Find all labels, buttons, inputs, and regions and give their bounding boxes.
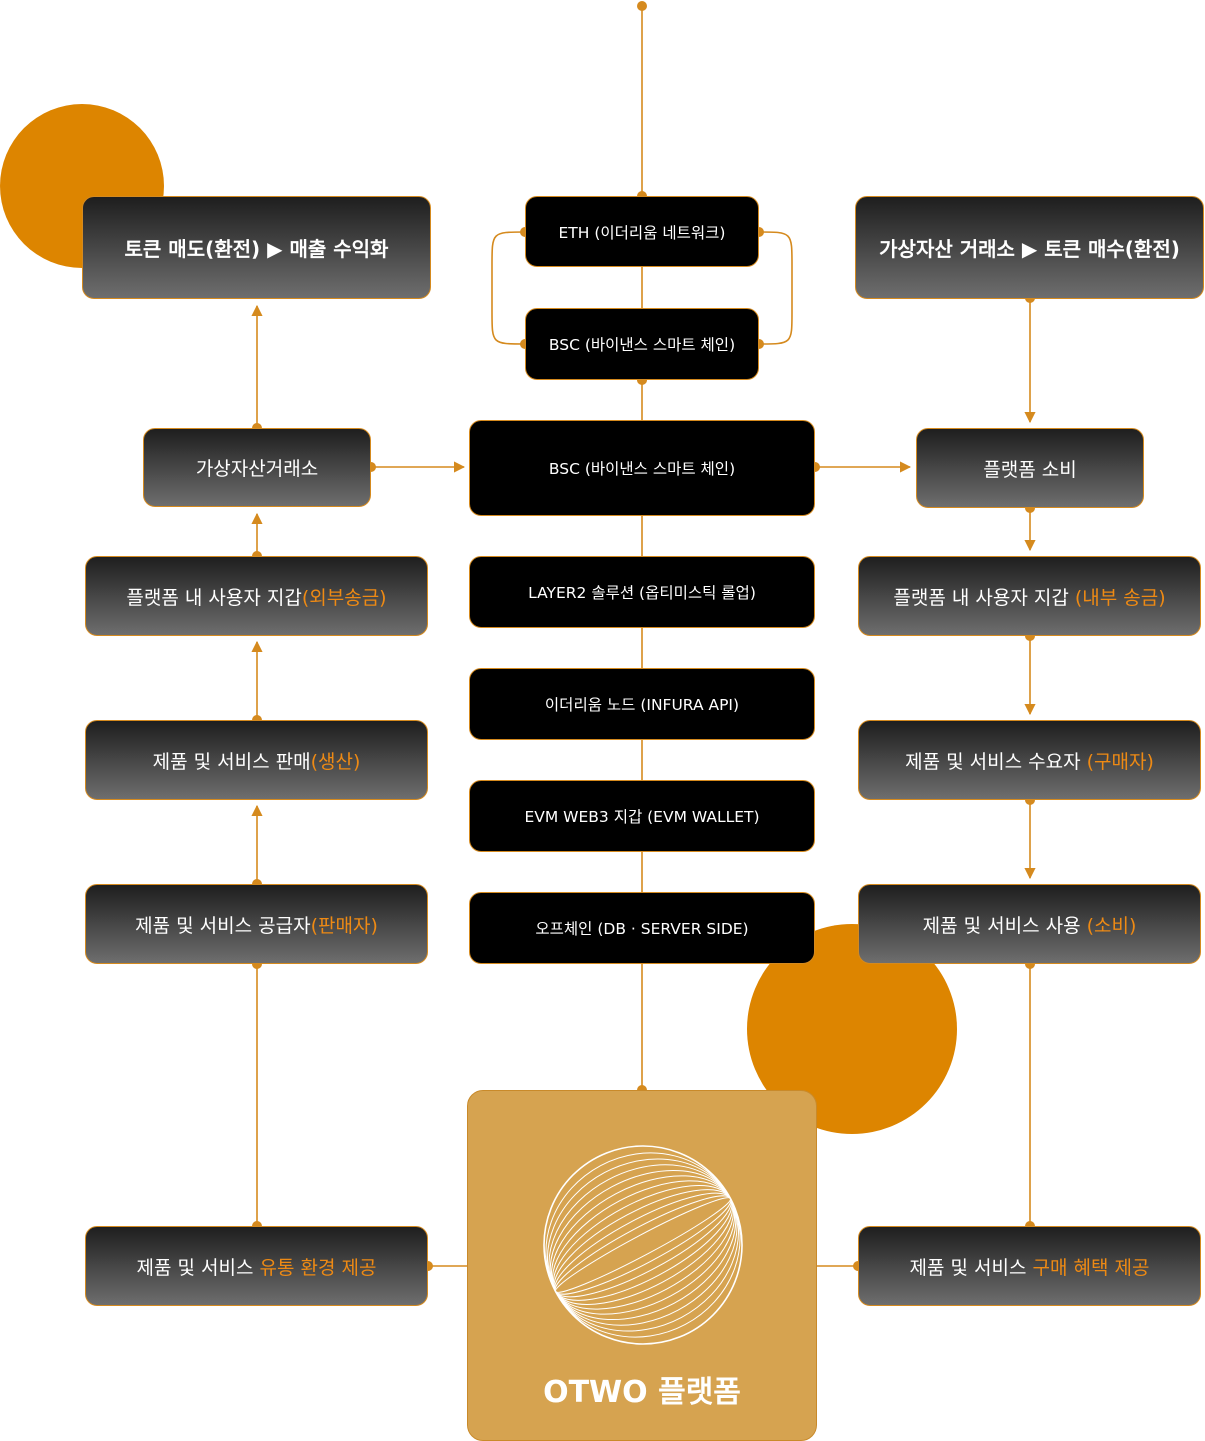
right-box-purchase-benefit-label: 제품 및 서비스 (909, 1256, 1033, 1279)
right-box-product-use: 제품 및 서비스 사용 (소비) (858, 884, 1201, 964)
center-box-evm-wallet-label: EVM WEB3 지갑 (EVM WALLET) (524, 808, 760, 826)
left-box-product-supplier-highlight: (판매자) (310, 914, 378, 937)
left-box-user-wallet-label: 플랫폼 내 사용자 지갑 (126, 586, 302, 609)
center-box-bsc-main-label: BSC (바이낸스 스마트 체인) (548, 460, 736, 478)
center-box-offchain-label: 오프체인 (DB · SERVER SIDE) (535, 920, 749, 938)
left-box-product-supplier-label: 제품 및 서비스 공급자 (135, 914, 311, 937)
right-box-product-use-highlight: (소비) (1086, 914, 1137, 937)
left-box-product-supplier: 제품 및 서비스 공급자(판매자) (85, 884, 428, 964)
left-box-distribution-label: 제품 및 서비스 (136, 1256, 260, 1279)
center-box-eth-node: 이더리움 노드 (INFURA API) (469, 668, 815, 740)
left-box-user-wallet: 플랫폼 내 사용자 지갑(외부송금) (85, 556, 428, 636)
center-box-layer2: LAYER2 솔루션 (옵티미스틱 롤업) (469, 556, 815, 628)
otwo-platform-card: OTWO 플랫폼 (467, 1090, 817, 1441)
left-box-crypto-exchange-label: 가상자산거래소 (195, 458, 319, 480)
platform-title: OTWO 플랫폼 (543, 1375, 741, 1410)
right-box-product-buyer-label: 제품 및 서비스 수요자 (905, 750, 1087, 773)
right-box-user-wallet-highlight: (내부 송금) (1074, 586, 1166, 609)
otwo-ring-logo-icon (543, 1145, 743, 1345)
center-box-bsc-small-label: BSC (바이낸스 스마트 체인) (548, 336, 736, 354)
left-box-crypto-exchange: 가상자산거래소 (143, 428, 371, 507)
right-box-token-buy: 가상자산 거래소 ▶ 토큰 매수(환전) (855, 196, 1204, 299)
right-box-token-buy-label: 가상자산 거래소 ▶ 토큰 매수(환전) (879, 237, 1180, 261)
center-box-offchain: 오프체인 (DB · SERVER SIDE) (469, 892, 815, 964)
center-box-eth-node-label: 이더리움 노드 (INFURA API) (544, 696, 740, 714)
center-box-eth-label: ETH (이더리움 네트워크) (558, 223, 726, 242)
right-box-user-wallet: 플랫폼 내 사용자 지갑 (내부 송금) (858, 556, 1201, 636)
center-box-bsc-small: BSC (바이낸스 스마트 체인) (525, 308, 759, 380)
center-box-layer2-label: LAYER2 솔루션 (옵티미스틱 롤업) (528, 584, 756, 602)
left-box-token-sell: 토큰 매도(환전) ▶ 매출 수익화 (82, 196, 431, 299)
left-box-product-sales-highlight: (생산) (310, 750, 361, 773)
right-box-product-use-label: 제품 및 서비스 사용 (922, 914, 1087, 937)
center-box-evm-wallet: EVM WEB3 지갑 (EVM WALLET) (469, 780, 815, 852)
right-box-product-buyer: 제품 및 서비스 수요자 (구매자) (858, 720, 1201, 800)
right-box-purchase-benefit: 제품 및 서비스 구매 혜택 제공 (858, 1226, 1201, 1306)
right-box-product-buyer-highlight: (구매자) (1086, 750, 1154, 773)
right-box-purchase-benefit-highlight: 구매 혜택 제공 (1032, 1256, 1150, 1279)
right-box-platform-consume-label: 플랫폼 소비 (983, 458, 1077, 481)
left-box-distribution-highlight: 유통 환경 제공 (259, 1256, 377, 1279)
left-box-product-sales: 제품 및 서비스 판매(생산) (85, 720, 428, 800)
center-box-bsc-main: BSC (바이낸스 스마트 체인) (469, 420, 815, 516)
left-box-user-wallet-highlight: (외부송금) (301, 586, 387, 609)
right-box-user-wallet-label: 플랫폼 내 사용자 지갑 (893, 586, 1075, 609)
right-box-platform-consume: 플랫폼 소비 (916, 428, 1144, 508)
left-box-product-sales-label: 제품 및 서비스 판매 (152, 750, 311, 773)
left-box-distribution: 제품 및 서비스 유통 환경 제공 (85, 1226, 428, 1306)
left-box-token-sell-label: 토큰 매도(환전) ▶ 매출 수익화 (124, 237, 389, 261)
center-box-eth: ETH (이더리움 네트워크) (525, 196, 759, 267)
